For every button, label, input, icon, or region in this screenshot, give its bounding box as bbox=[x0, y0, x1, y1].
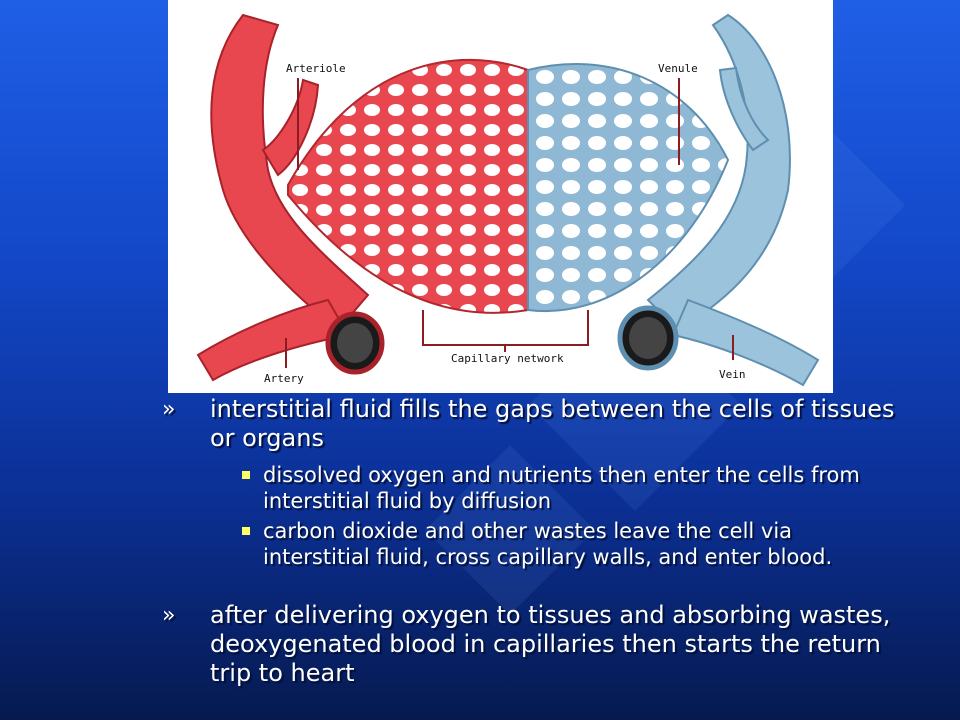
capillary-bracket bbox=[422, 310, 589, 346]
bullet-item: » interstitial fluid fills the gaps betw… bbox=[162, 395, 900, 453]
label-venule: Venule bbox=[658, 62, 698, 75]
square-bullet-icon bbox=[242, 471, 250, 479]
sub-bullet-text: dissolved oxygen and nutrients then ente… bbox=[263, 463, 860, 513]
label-vein: Vein bbox=[719, 368, 746, 381]
sub-bullet-item: carbon dioxide and other wastes leave th… bbox=[242, 518, 903, 570]
bullet-text: after delivering oxygen to tissues and a… bbox=[210, 601, 891, 687]
sub-bullet-text: carbon dioxide and other wastes leave th… bbox=[263, 519, 833, 569]
bullet-text: interstitial fluid fills the gaps betwee… bbox=[210, 395, 895, 452]
bullet-marker: » bbox=[162, 397, 176, 422]
bullet-item: » after delivering oxygen to tissues and… bbox=[162, 601, 900, 688]
capillary-diagram-svg: Arteriole Venule Artery Vein Capillary n… bbox=[196, 13, 820, 387]
bullet-marker: » bbox=[162, 603, 176, 628]
label-capillary-network: Capillary network bbox=[451, 352, 564, 365]
label-arteriole: Arteriole bbox=[286, 62, 346, 75]
capillary-diagram: Arteriole Venule Artery Vein Capillary n… bbox=[168, 0, 833, 393]
square-bullet-icon bbox=[242, 527, 250, 535]
vein-vessel bbox=[617, 13, 820, 387]
capillary-network bbox=[287, 58, 730, 314]
sub-bullet-item: dissolved oxygen and nutrients then ente… bbox=[242, 462, 903, 514]
artery-vessel bbox=[196, 13, 385, 382]
label-artery: Artery bbox=[264, 372, 304, 385]
